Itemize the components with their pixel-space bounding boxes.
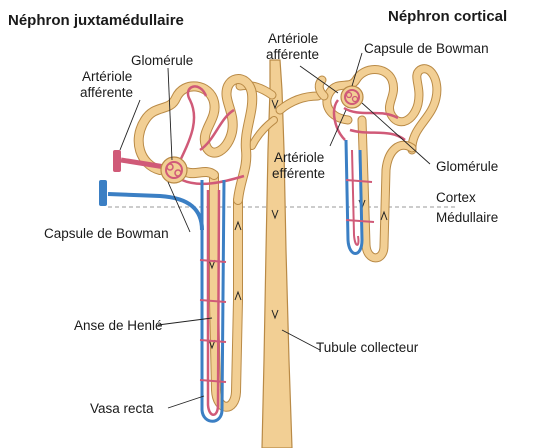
label-efferent-line1: Artériole — [274, 150, 325, 165]
label-afferent-left-line2: afférente — [80, 85, 134, 100]
label-henle: Anse de Henlé — [74, 318, 163, 333]
juxtamedullary-tubule — [133, 74, 258, 412]
label-efferent-line2: efférente — [272, 166, 326, 181]
label-glomerulus-right: Glomérule — [436, 159, 499, 174]
label-bowman-left: Capsule de Bowman — [44, 226, 169, 241]
label-afferent-right-line2: afférente — [266, 47, 320, 62]
leader-afferent-left — [119, 99, 141, 151]
leader-vasa-recta — [167, 395, 205, 409]
label-cortex: Cortex — [436, 190, 476, 205]
leader-glomerulus-right — [361, 102, 431, 165]
juxtamedullary-vessels — [99, 85, 245, 423]
label-collecting-tubule: Tubule collecteur — [316, 340, 419, 355]
leader-bowman-left — [167, 181, 191, 233]
label-vasa-recta: Vasa recta — [90, 401, 154, 416]
leader-afferent-right — [299, 65, 339, 94]
label-medulla: Médullaire — [436, 210, 499, 225]
cortical-vessels — [332, 99, 406, 255]
leader-efferent — [329, 109, 347, 147]
heading-cortical: Néphron cortical — [388, 8, 508, 25]
label-afferent-right-line1: Artériole — [268, 31, 319, 46]
label-glomerulus-left: Glomérule — [131, 53, 194, 68]
leader-collecting — [281, 329, 321, 351]
juxtamedullary-glomerulus — [160, 156, 188, 184]
leader-glomerulus-left — [167, 67, 173, 161]
leader-lines — [119, 52, 431, 409]
label-afferent-left-line1: Artériole — [82, 69, 133, 84]
cortical-tubule — [314, 64, 442, 263]
label-bowman-right: Capsule de Bowman — [364, 41, 489, 56]
cortical-glomerulus — [340, 85, 364, 109]
heading-juxtamedullary: Néphron juxtamédullaire — [8, 12, 184, 29]
collecting-tubule — [235, 59, 323, 448]
leader-bowman-right — [351, 52, 363, 87]
leader-henle — [157, 317, 213, 326]
